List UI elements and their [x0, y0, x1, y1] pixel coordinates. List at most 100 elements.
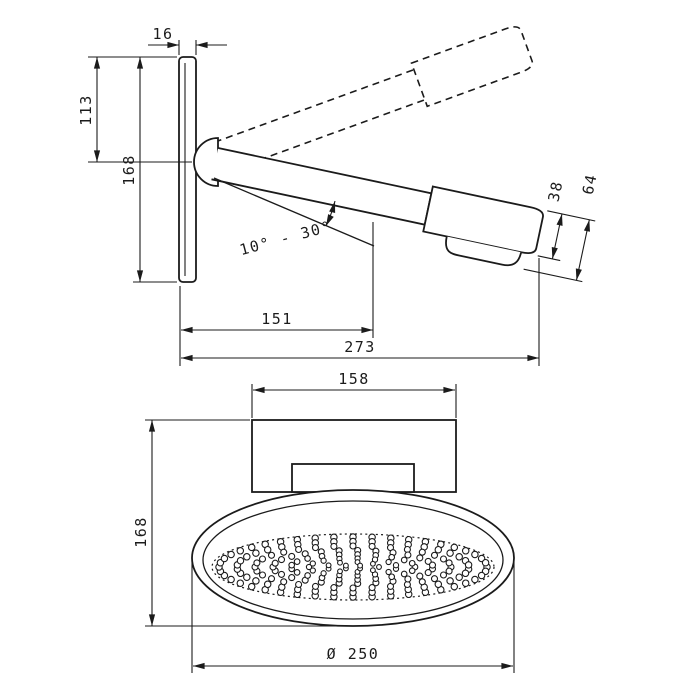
head-disc-edge	[422, 185, 544, 255]
nozzle-dot	[369, 567, 376, 574]
nozzle-dot	[280, 578, 288, 586]
nozzle-dot	[247, 582, 256, 591]
nozzle-dot	[293, 558, 301, 565]
dim-label-plate-thickness: 16	[152, 25, 173, 43]
nozzle-dot	[450, 582, 459, 591]
nozzle-dot	[400, 556, 408, 564]
side-view: 38 64 10° - 30° 16 113	[77, 25, 601, 366]
nozzle-dot	[424, 557, 432, 565]
nozzle-dot	[253, 559, 261, 567]
nozzle-dot	[277, 556, 286, 564]
nozzle-dot	[418, 548, 426, 556]
nozzle-dot	[288, 574, 296, 582]
nozzle-dot	[271, 559, 279, 567]
nozzle-dot	[446, 577, 454, 585]
nozzle-dot	[434, 580, 443, 589]
dim-head-depth: 64	[523, 172, 601, 283]
nozzle-dot	[392, 562, 400, 569]
nozzle-dot	[325, 562, 332, 569]
dim-label-top-to-axis: 113	[77, 94, 95, 126]
front-view: 158 168 Ø 250	[132, 370, 515, 673]
nozzle-dot	[304, 572, 311, 579]
nozzle-dot	[430, 575, 439, 583]
nozzle-field	[215, 533, 491, 601]
dim-head-thickness: 38	[537, 179, 596, 262]
nozzle-dot	[330, 542, 338, 550]
nozzle-dot	[430, 551, 439, 559]
nozzle-dot	[247, 543, 256, 552]
nozzle-dot	[385, 558, 392, 566]
nozzle-dot	[418, 578, 426, 586]
nozzle-dot	[471, 575, 479, 584]
dim-label-axis-distance: 151	[261, 310, 293, 328]
dim-plate-thickness: 16	[148, 25, 227, 55]
dim-label-bracket-width: 158	[338, 370, 370, 388]
dim-axis-distance: 151	[179, 222, 374, 366]
wall-plate	[178, 56, 197, 283]
nozzle-dot	[388, 553, 396, 561]
nozzle-dot	[220, 554, 229, 563]
dim-head-diameter: Ø 250	[191, 562, 515, 673]
nozzle-dot	[416, 554, 424, 562]
nozzle-dot	[369, 560, 376, 567]
nozzle-dot	[445, 559, 453, 567]
nozzle-dot	[464, 561, 473, 569]
dim-label-head-diameter: Ø 250	[327, 645, 380, 663]
connector-panel	[291, 463, 415, 493]
nozzle-dot	[309, 560, 316, 567]
nozzle-dot	[295, 545, 303, 554]
pivot-bell	[193, 137, 219, 187]
nozzle-dot	[263, 545, 272, 554]
nozzle-dot	[236, 556, 245, 565]
nozzle-dot	[267, 575, 276, 583]
nozzle-dot	[309, 567, 316, 574]
nozzle-dot	[227, 575, 235, 584]
nozzle-dot	[311, 582, 320, 590]
nozzle-dot	[349, 584, 357, 592]
nozzle-dot	[424, 569, 432, 577]
dim-label-overall-height: 168	[132, 516, 150, 548]
nozzle-dot	[267, 551, 276, 559]
head-disc-outer	[191, 489, 515, 627]
nozzle-dot	[304, 555, 311, 562]
nozzle-dot	[408, 567, 416, 575]
nozzle-dot	[481, 558, 490, 567]
nozzle-dot	[252, 577, 260, 585]
nozzle-dot	[288, 552, 296, 560]
head-connector	[211, 147, 433, 226]
shower-head-tilted-dashed	[214, 26, 534, 173]
nozzle-dot	[280, 548, 288, 556]
nozzle-dot	[388, 573, 396, 581]
nozzle-dot	[408, 559, 416, 567]
nozzle-dot	[295, 580, 303, 589]
nozzle-dot	[455, 573, 463, 581]
nozzle-dot	[439, 555, 448, 563]
dim-bracket-width: 158	[251, 370, 457, 418]
nozzle-dot	[461, 569, 470, 578]
nozzle-dot	[320, 557, 327, 564]
dim-label-overall-projection: 273	[344, 338, 376, 356]
nozzle-dot	[368, 584, 376, 592]
nozzle-dot	[293, 569, 301, 576]
nozzle-dot	[455, 553, 463, 561]
nozzle-dot	[385, 568, 392, 576]
nozzle-dot	[337, 568, 343, 575]
head-disc-rim	[202, 500, 504, 620]
nozzle-dot	[349, 542, 357, 550]
nozzle-dot	[277, 570, 286, 578]
nozzle-dot	[400, 570, 408, 578]
nozzle-dot	[243, 573, 251, 581]
nozzle-dot	[236, 579, 245, 587]
nozzle-dot	[258, 555, 267, 563]
nozzle-dot	[404, 575, 412, 583]
head-spray-bulge	[445, 236, 522, 267]
tilt-ray	[213, 177, 375, 247]
nozzle-dot	[416, 572, 424, 580]
nozzle-dot	[311, 544, 320, 552]
nozzle-dot	[461, 547, 470, 555]
nozzle-dot	[337, 559, 343, 566]
nozzle-dot	[428, 561, 437, 569]
spray-face-outline	[211, 533, 495, 601]
nozzle-dot	[243, 553, 251, 561]
